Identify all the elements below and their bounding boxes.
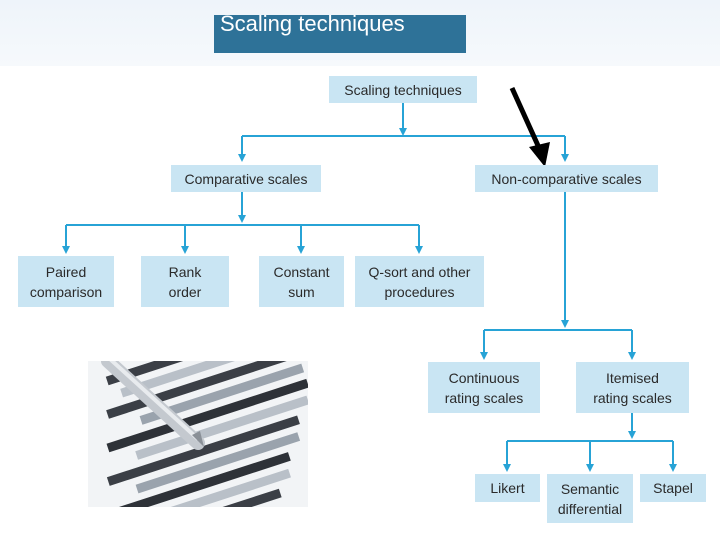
pointer-arrow-icon <box>509 86 550 167</box>
node-scaling-techniques: Scaling techniques <box>329 76 477 103</box>
node-likert: Likert <box>475 474 540 502</box>
node-comparative-scales: Comparative scales <box>171 165 321 192</box>
node-stapel: Stapel <box>640 474 706 502</box>
node-non-comparative-scales: Non-comparative scales <box>475 165 658 192</box>
pen-chart-photo <box>88 361 308 507</box>
slide-title: Scaling techniques <box>214 15 466 53</box>
